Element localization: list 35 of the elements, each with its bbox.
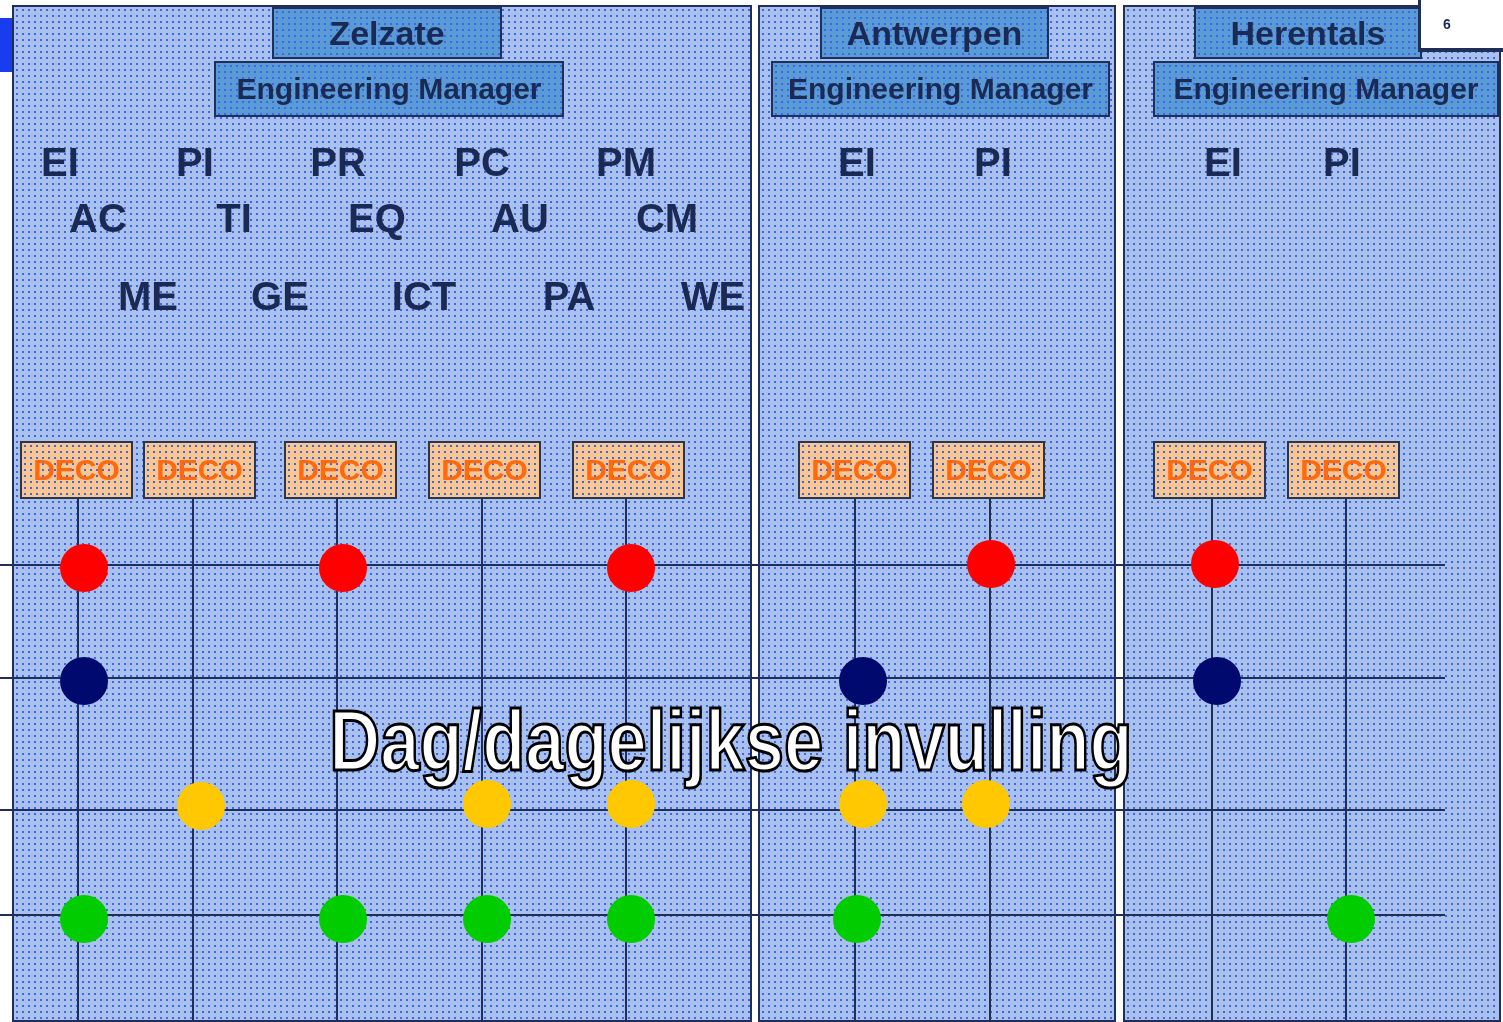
code-label: PI xyxy=(176,142,214,182)
code-label: WE xyxy=(680,276,746,316)
location-tab: Herentals xyxy=(1194,7,1422,59)
page-number: 6 xyxy=(1443,16,1451,32)
deco-box: DECO xyxy=(572,441,685,499)
code-label: GE xyxy=(251,276,309,316)
deco-box: DECO xyxy=(284,441,397,499)
code-label: TI xyxy=(216,198,252,238)
code-label: EI xyxy=(1204,142,1242,182)
deco-box: DECO xyxy=(143,441,256,499)
role-box: Engineering Manager xyxy=(214,61,564,117)
code-label: PI xyxy=(974,142,1012,182)
deco-box: DECO xyxy=(20,441,133,499)
code-label: ICT xyxy=(391,276,457,316)
code-label: EI xyxy=(838,142,876,182)
code-label: EI xyxy=(41,142,79,182)
code-label: PC xyxy=(454,142,510,182)
role-box: Engineering Manager xyxy=(1153,61,1499,117)
location-tab: Antwerpen xyxy=(820,7,1049,59)
deco-box: DECO xyxy=(1287,441,1400,499)
code-label: PR xyxy=(310,142,366,182)
location-tab: Zelzate xyxy=(272,7,502,59)
code-label: ME xyxy=(118,276,178,316)
code-label: AU xyxy=(491,198,549,238)
code-label: PA xyxy=(542,276,596,316)
deco-box: DECO xyxy=(1153,441,1266,499)
deco-box: DECO xyxy=(932,441,1045,499)
role-box: Engineering Manager xyxy=(771,61,1110,117)
code-label: PI xyxy=(1323,142,1361,182)
code-label: CM xyxy=(635,198,699,238)
code-label: AC xyxy=(69,198,127,238)
deco-box: DECO xyxy=(798,441,911,499)
code-label: PM xyxy=(596,142,656,182)
code-label: EQ xyxy=(348,198,406,238)
deco-box: DECO xyxy=(428,441,541,499)
